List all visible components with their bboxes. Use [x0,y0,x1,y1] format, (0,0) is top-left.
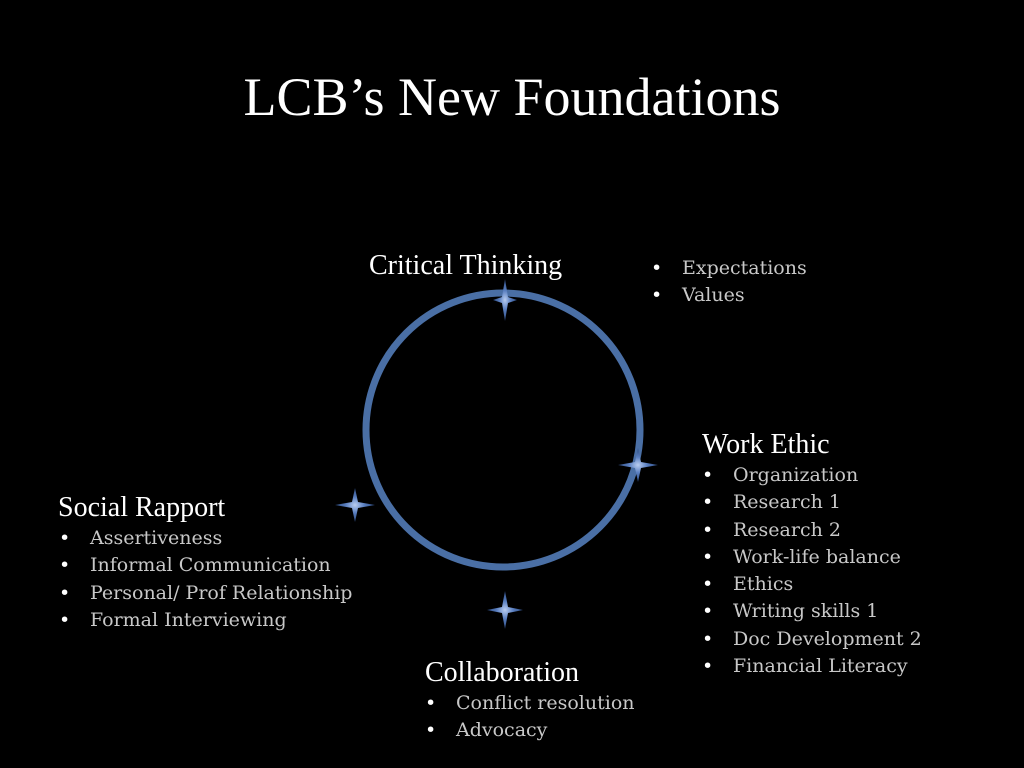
slide-title: LCB’s New Foundations [243,67,781,127]
list-item: Ethics [702,571,922,599]
four-point-star-icon [487,591,523,629]
social-rapport-heading: Social Rapport [58,492,226,523]
critical-thinking-list: Expectations Values [651,255,807,310]
work-ethic-list: Organization Research 1 Research 2 Work-… [702,462,922,681]
list-item: Conflict resolution [425,690,635,718]
social-rapport-list: Assertiveness Informal Communication Per… [59,525,352,634]
list-item: Doc Development 2 [702,626,922,654]
list-item: Values [651,282,807,310]
list-item: Expectations [651,255,807,283]
collaboration-heading: Collaboration [425,657,579,688]
list-item: Assertiveness [59,525,352,553]
list-item: Work-life balance [702,544,922,572]
collaboration-list: Conflict resolution Advocacy [425,690,635,745]
list-item: Formal Interviewing [59,607,352,635]
list-item: Organization [702,462,922,490]
list-item: Financial Literacy [702,653,922,681]
list-item: Writing skills 1 [702,598,922,626]
list-item: Research 2 [702,517,922,545]
four-point-star-icon [335,488,375,522]
list-item: Research 1 [702,489,922,517]
four-point-star-icon [618,448,658,482]
cycle-ring [362,289,644,571]
four-point-star-icon [493,279,517,321]
critical-thinking-heading: Critical Thinking [369,250,563,281]
list-item: Informal Communication [59,552,352,580]
list-item: Personal/ Prof Relationship [59,580,352,608]
list-item: Advocacy [425,717,635,745]
work-ethic-heading: Work Ethic [702,429,830,460]
